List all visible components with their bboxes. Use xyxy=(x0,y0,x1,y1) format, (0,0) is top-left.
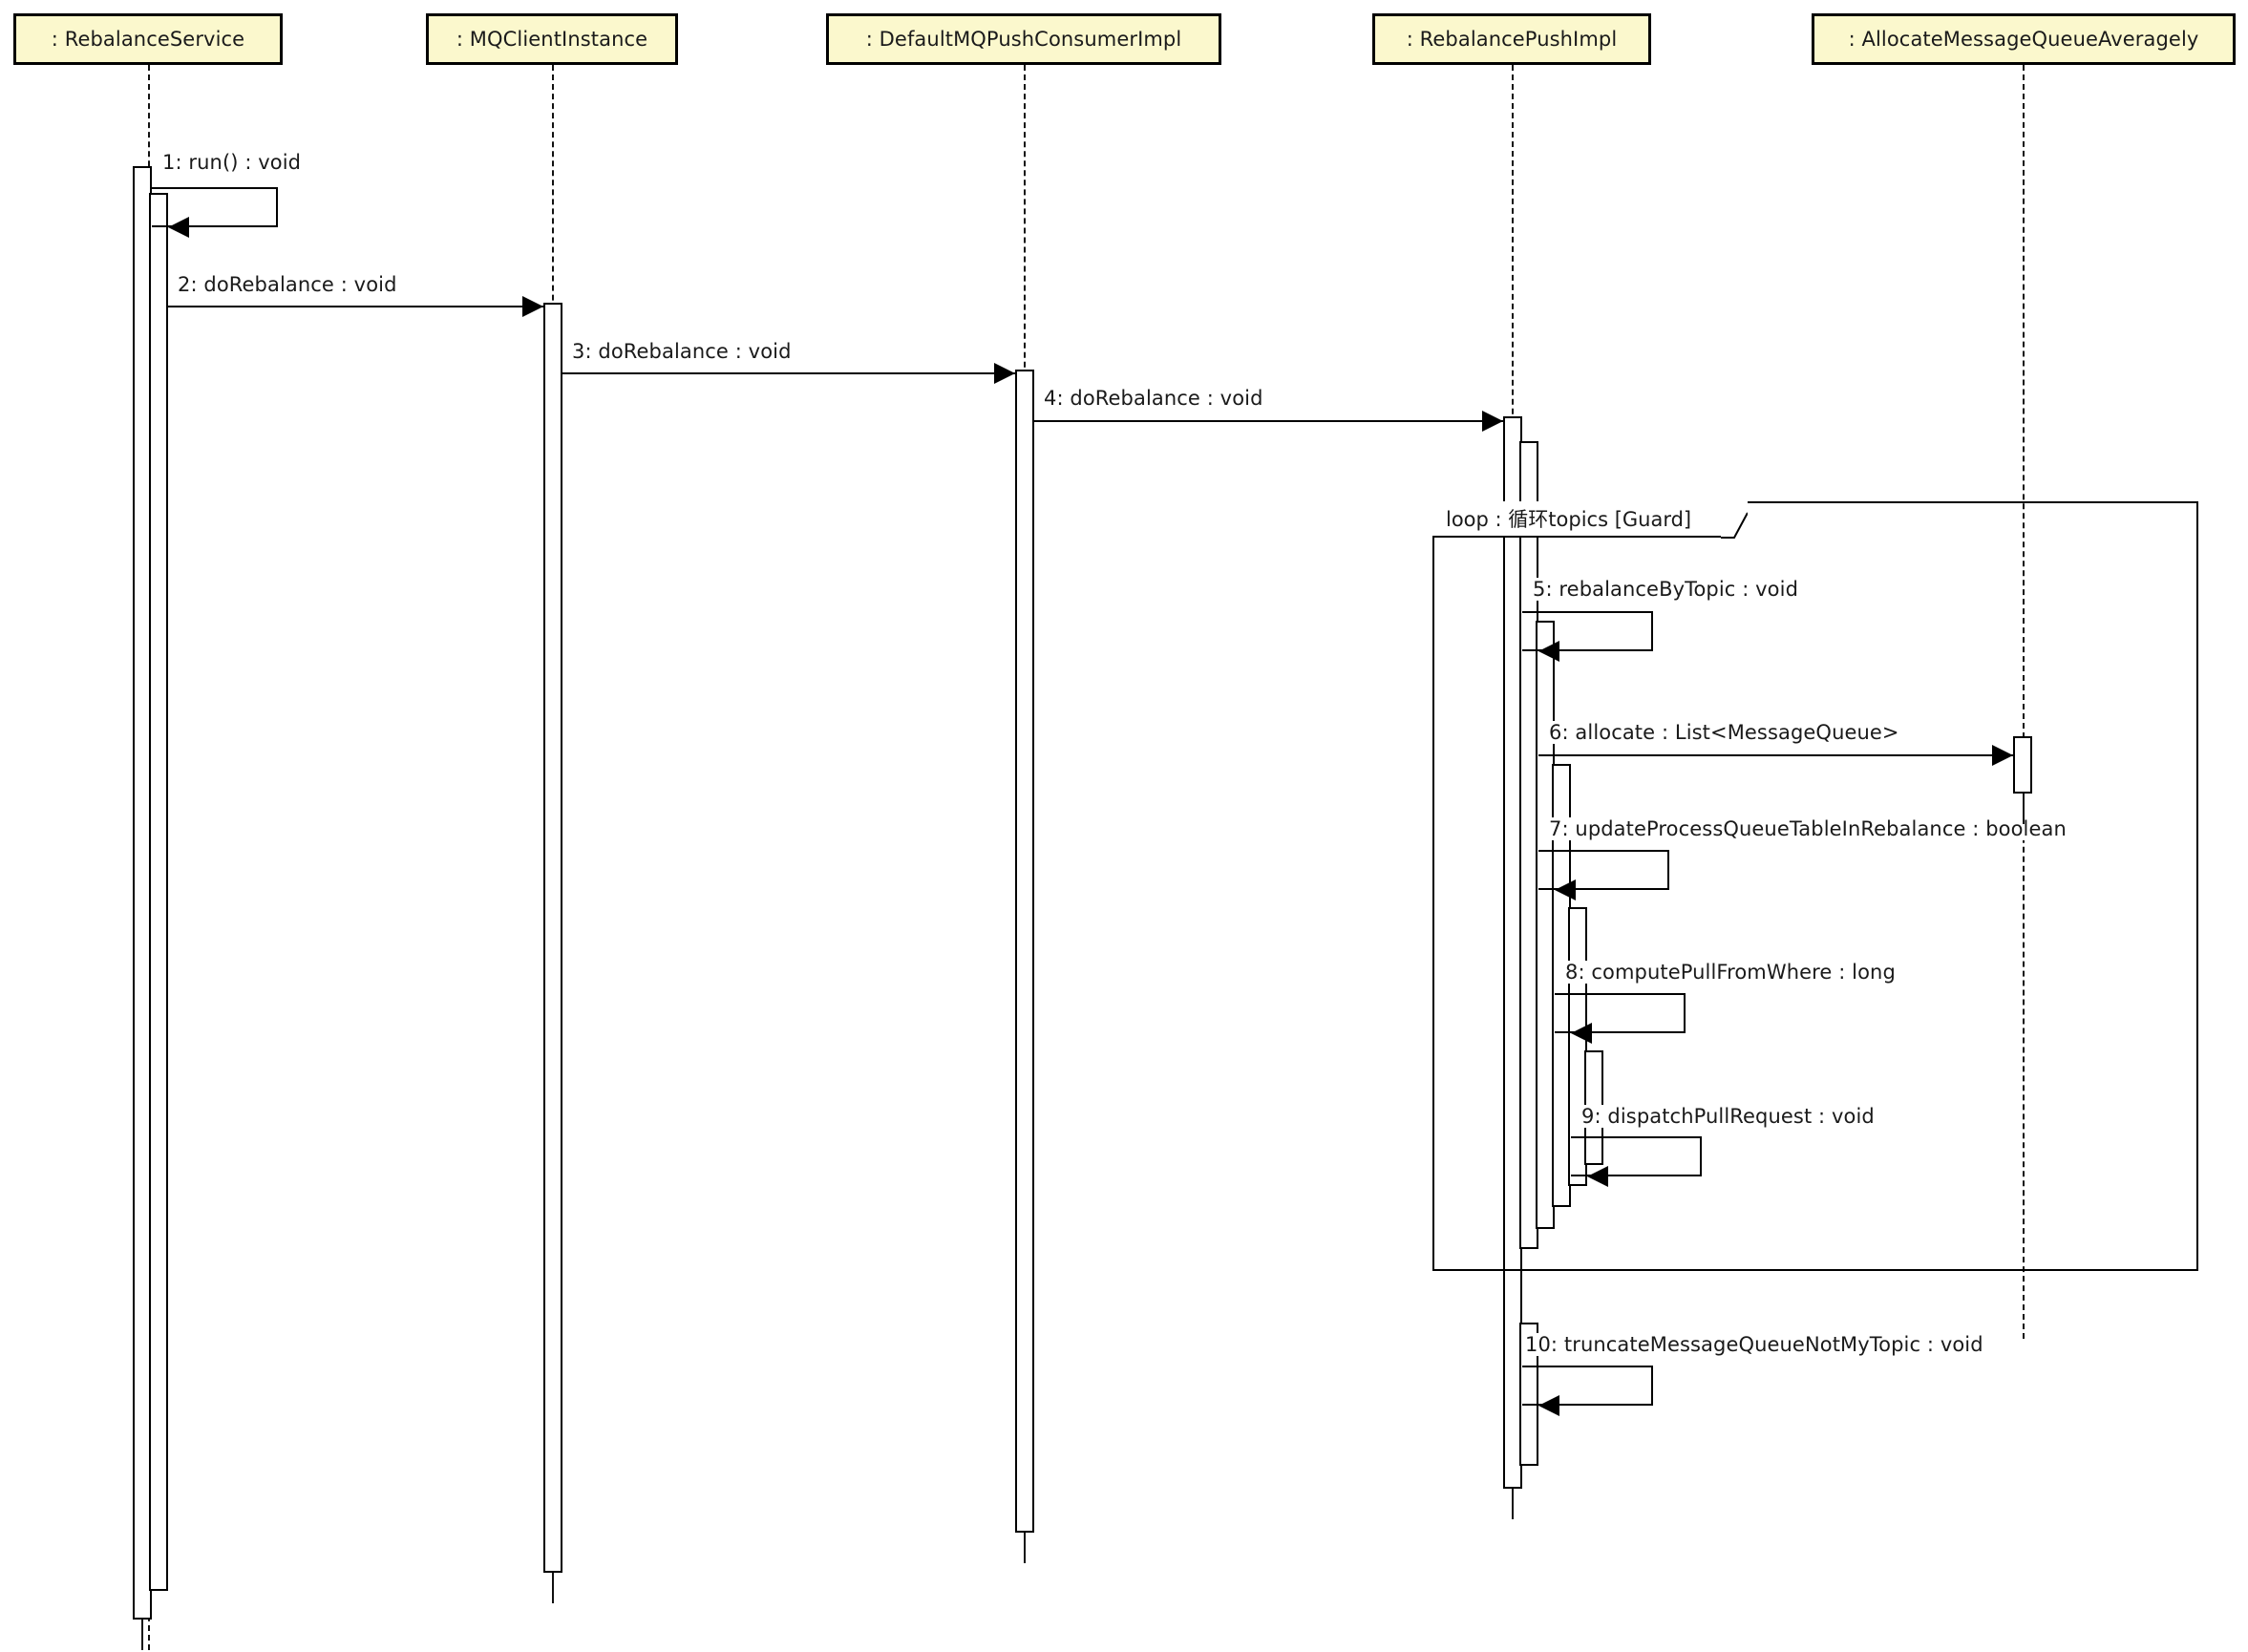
message-label-2: 2: doRebalance : void xyxy=(176,273,399,296)
message-arrowhead-6 xyxy=(1992,745,2013,766)
self-message-5-arrowhead xyxy=(1538,641,1559,662)
self-message-10-arrowhead xyxy=(1538,1395,1559,1416)
message-label-7: 7: updateProcessQueueTableInRebalance : … xyxy=(1547,817,2068,840)
lifeline-label-rebalance-service: : RebalanceService xyxy=(51,28,245,51)
combined-fragment-loop-tab-bevel xyxy=(1721,501,1748,539)
activation-default-mq-push-consumer-impl[interactable] xyxy=(1015,370,1034,1533)
lifeline-label-default-mq-push-consumer-impl: : DefaultMQPushConsumerImpl xyxy=(865,28,1182,51)
message-label-3: 3: doRebalance : void xyxy=(570,340,794,363)
lifeline-head-default-mq-push-consumer-impl[interactable]: : DefaultMQPushConsumerImpl xyxy=(826,13,1221,65)
message-label-4: 4: doRebalance : void xyxy=(1042,387,1265,410)
message-line-3[interactable] xyxy=(562,372,1015,374)
message-arrowhead-4 xyxy=(1482,411,1503,432)
combined-fragment-loop-tab[interactable]: loop : 循环topics [Guard] xyxy=(1432,501,1734,538)
lifeline-tail-rebalance-push-impl xyxy=(1512,1489,1514,1519)
message-arrowhead-2 xyxy=(522,296,543,317)
combined-fragment-loop-label: loop : 循环topics [Guard] xyxy=(1446,508,1692,531)
lifeline-tail-rebalance-service xyxy=(141,1620,143,1650)
message-line-2[interactable] xyxy=(168,306,543,307)
message-label-8: 8: computePullFromWhere : long xyxy=(1563,961,1898,984)
self-message-7-hook[interactable] xyxy=(1538,850,1669,890)
lifeline-allocate-message-queue-averagely xyxy=(2023,65,2025,1339)
lifeline-label-allocate-message-queue-averagely: : AllocateMessageQueueAveragely xyxy=(1848,28,2199,51)
lifeline-head-rebalance-push-impl[interactable]: : RebalancePushImpl xyxy=(1372,13,1651,65)
message-line-6[interactable] xyxy=(1538,754,2013,756)
message-label-5: 5: rebalanceByTopic : void xyxy=(1531,578,1800,601)
message-label-9: 9: dispatchPullRequest : void xyxy=(1580,1105,1877,1128)
self-message-9-arrowhead xyxy=(1587,1166,1608,1187)
self-message-10-hook[interactable] xyxy=(1522,1366,1653,1406)
self-message-9-hook[interactable] xyxy=(1571,1136,1702,1176)
lifeline-tail-mq-client-instance xyxy=(552,1573,554,1603)
message-label-1: 1: run() : void xyxy=(160,151,304,174)
self-message-1-hook[interactable] xyxy=(152,187,278,227)
lifeline-label-mq-client-instance: : MQClientInstance xyxy=(456,28,648,51)
activation-rebalance-push-impl-truncate[interactable] xyxy=(1519,1323,1538,1466)
message-label-10: 10: truncateMessageQueueNotMyTopic : voi… xyxy=(1523,1333,1985,1356)
lifeline-tail-allocate-message-queue-averagely xyxy=(2023,794,2025,824)
message-arrowhead-3 xyxy=(994,363,1015,384)
lifeline-head-mq-client-instance[interactable]: : MQClientInstance xyxy=(426,13,678,65)
activation-allocate-message-queue-averagely[interactable] xyxy=(2013,736,2032,794)
message-line-4[interactable] xyxy=(1034,420,1503,422)
lifeline-head-rebalance-service[interactable]: : RebalanceService xyxy=(13,13,283,65)
self-message-7-arrowhead xyxy=(1555,879,1576,900)
self-message-5-hook[interactable] xyxy=(1522,611,1653,651)
self-message-1-arrowhead xyxy=(168,217,189,238)
lifeline-tail-default-mq-push-consumer-impl xyxy=(1024,1533,1026,1563)
activation-mq-client-instance[interactable] xyxy=(543,303,562,1573)
self-message-8-hook[interactable] xyxy=(1555,993,1686,1033)
message-label-6: 6: allocate : List<MessageQueue> xyxy=(1547,721,1901,744)
lifeline-label-rebalance-push-impl: : RebalancePushImpl xyxy=(1406,28,1618,51)
activation-rebalance-service-inner[interactable] xyxy=(149,193,168,1591)
self-message-8-arrowhead xyxy=(1571,1023,1592,1044)
combined-fragment-loop xyxy=(1432,501,2198,1271)
lifeline-head-allocate-message-queue-averagely[interactable]: : AllocateMessageQueueAveragely xyxy=(1812,13,2236,65)
